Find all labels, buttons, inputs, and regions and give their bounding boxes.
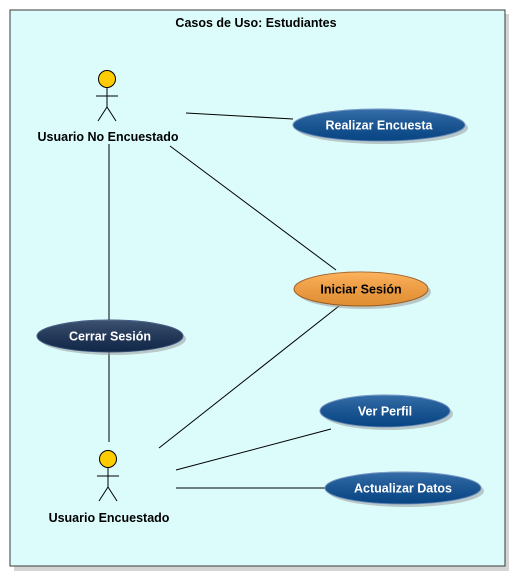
- use-case-label: Realizar Encuesta: [326, 119, 434, 133]
- stick-figure-icon: [96, 70, 118, 122]
- use-case-iniciar-sesion[interactable]: Iniciar Sesión: [293, 271, 431, 309]
- actor-label: Usuario No Encuestado: [38, 130, 179, 144]
- associations: [108, 112, 340, 489]
- use-case-realizar-encuesta[interactable]: Realizar Encuesta: [292, 108, 468, 144]
- association-encuestado-ver-perfil[interactable]: [175, 428, 332, 471]
- use-case-ver-perfil[interactable]: Ver Perfil: [319, 394, 453, 430]
- use-case-actualizar-datos[interactable]: Actualizar Datos: [324, 471, 484, 507]
- association-no-encuestado-realizar-encuesta[interactable]: [185, 112, 294, 120]
- use-case-label: Iniciar Sesión: [320, 283, 401, 297]
- use-case-label: Cerrar Sesión: [69, 330, 151, 344]
- association-no-encuestado-iniciar-sesion[interactable]: [169, 145, 337, 271]
- use-case-label: Actualizar Datos: [354, 482, 452, 496]
- actor-label: Usuario Encuestado: [49, 511, 170, 525]
- use-case-cerrar-sesion[interactable]: Cerrar Sesión: [36, 319, 186, 355]
- actor-usuario-no-encuestado[interactable]: Usuario No Encuestado: [38, 70, 179, 145]
- actor-usuario-encuestado[interactable]: Usuario Encuestado: [49, 450, 170, 526]
- boundary-title: Casos de Uso: Estudiantes: [175, 16, 336, 30]
- stick-figure-icon: [97, 450, 119, 502]
- association-encuestado-iniciar-sesion[interactable]: [158, 305, 340, 449]
- use-case-label: Ver Perfil: [358, 405, 412, 419]
